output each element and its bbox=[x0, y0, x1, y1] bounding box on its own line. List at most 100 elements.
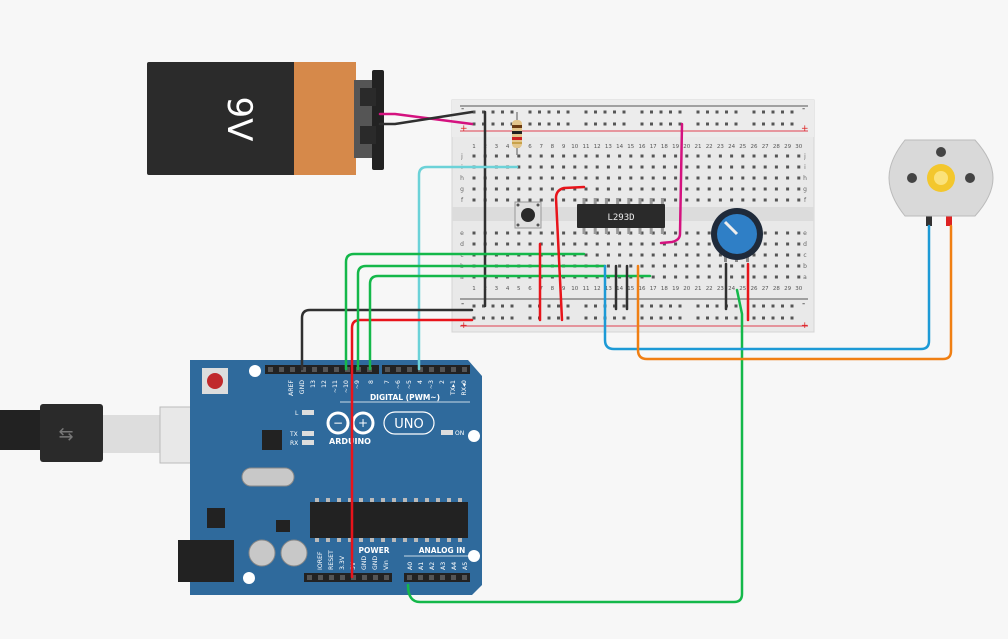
wire-motor-b[interactable] bbox=[636, 224, 953, 361]
col-label: 20 bbox=[683, 144, 690, 150]
usb-icon: ⇆ bbox=[58, 424, 73, 445]
wire-battery-negative[interactable] bbox=[378, 110, 474, 126]
resistor[interactable] bbox=[512, 112, 522, 155]
wire-pin9[interactable] bbox=[356, 264, 607, 371]
row-label: c bbox=[460, 252, 463, 259]
led-tx-label: TX bbox=[289, 431, 298, 438]
pin-label: 5V bbox=[350, 561, 357, 570]
led-rx-label: RX bbox=[290, 440, 298, 447]
col-label: 8 bbox=[551, 144, 555, 150]
wire-a0-pot[interactable] bbox=[406, 288, 744, 604]
breadboard[interactable]: 1122334455667788991010111112121313141415… bbox=[451, 99, 815, 333]
svg-text:−: − bbox=[333, 416, 343, 430]
rail-minus-bottom-right: - bbox=[802, 299, 805, 309]
wire-button-pin2[interactable] bbox=[417, 165, 519, 371]
col-label: 24 bbox=[728, 286, 735, 292]
pin-label: 7 bbox=[384, 380, 391, 384]
pin-label: 2 bbox=[439, 380, 446, 384]
pin-label: 13 bbox=[310, 380, 317, 388]
pin-label: A1 bbox=[418, 562, 425, 570]
row-label: j bbox=[460, 153, 463, 160]
pin-label: ~6 bbox=[395, 380, 402, 389]
rail-plus-bottom-right: + bbox=[801, 321, 809, 331]
col-label: 24 bbox=[728, 144, 735, 150]
analog-header-label: ANALOG IN bbox=[419, 546, 466, 555]
row-label: h bbox=[803, 175, 807, 182]
col-label: 9 bbox=[562, 144, 566, 150]
chip-label: L293D bbox=[607, 213, 634, 223]
wire-arduino-5v[interactable] bbox=[350, 318, 474, 579]
push-button[interactable] bbox=[514, 201, 542, 229]
rail-plus-top: + bbox=[460, 124, 468, 134]
col-label: 15 bbox=[627, 144, 634, 150]
col-label: 12 bbox=[594, 144, 601, 150]
col-label: 22 bbox=[706, 144, 713, 150]
col-label: 25 bbox=[739, 144, 746, 150]
rail-plus-top-right: + bbox=[801, 124, 809, 134]
col-label: 10 bbox=[571, 144, 578, 150]
pin-label: AREF bbox=[288, 380, 295, 396]
row-label: f bbox=[804, 197, 807, 204]
pin-label: 8 bbox=[368, 380, 375, 384]
pin-label: Vin bbox=[383, 560, 390, 570]
pin-label: ~5 bbox=[406, 380, 413, 389]
col-label: 7 bbox=[539, 144, 543, 150]
row-label: j bbox=[803, 153, 806, 160]
pin-label: GND bbox=[299, 380, 306, 394]
col-label: 17 bbox=[650, 286, 657, 292]
wire-battery-positive[interactable] bbox=[378, 112, 474, 126]
dc-motor[interactable] bbox=[888, 139, 994, 226]
wire-pin8[interactable] bbox=[368, 274, 652, 371]
row-label: e bbox=[460, 230, 464, 237]
pin-label: ~9 bbox=[354, 380, 361, 389]
digital-header-label: DIGITAL (PWM~) bbox=[370, 393, 440, 402]
pin-label: ~3 bbox=[428, 380, 435, 389]
wire-arduino-gnd[interactable] bbox=[300, 308, 474, 371]
rail-minus-top: - bbox=[461, 104, 464, 114]
col-label: 21 bbox=[695, 144, 702, 150]
col-label: 30 bbox=[795, 144, 802, 150]
pin-label: GND bbox=[361, 556, 368, 570]
row-label: g bbox=[460, 186, 464, 193]
row-label: a bbox=[803, 274, 807, 281]
power-header-label: POWER bbox=[358, 546, 389, 555]
col-label: 6 bbox=[528, 286, 532, 292]
svg-text:+: + bbox=[358, 416, 368, 430]
pin-label: 12 bbox=[321, 380, 328, 388]
wire-motor-a[interactable] bbox=[603, 224, 931, 351]
col-label: 7 bbox=[539, 286, 543, 292]
col-label: 1 bbox=[472, 144, 476, 150]
battery-9v[interactable]: 9V bbox=[147, 62, 384, 175]
rail-plus-bottom: + bbox=[460, 321, 468, 331]
potentiometer[interactable] bbox=[711, 208, 763, 262]
pin-label: 4 bbox=[417, 380, 424, 384]
wire-chip-vs[interactable] bbox=[659, 122, 684, 245]
wires[interactable] bbox=[300, 110, 953, 604]
battery-label: 9V bbox=[219, 97, 259, 142]
row-label: e bbox=[803, 230, 807, 237]
pin-label: 3.3V bbox=[339, 555, 346, 570]
wire-chip-vcc[interactable] bbox=[554, 185, 586, 322]
col-label: 27 bbox=[762, 144, 769, 150]
rail-minus-top-right: - bbox=[802, 104, 805, 114]
col-label: 19 bbox=[672, 144, 679, 150]
pin-label: RESET bbox=[328, 550, 335, 570]
wire-pin10[interactable] bbox=[344, 252, 586, 371]
pin-label: A2 bbox=[429, 562, 436, 570]
col-label: 18 bbox=[661, 286, 668, 292]
row-label: i bbox=[804, 164, 806, 171]
pin-label: RX◂0 bbox=[461, 380, 468, 396]
pin-label: A0 bbox=[407, 562, 414, 570]
col-label: 1 bbox=[472, 286, 476, 292]
col-label: 16 bbox=[639, 144, 646, 150]
col-label: 13 bbox=[605, 286, 612, 292]
l293d-chip[interactable]: L293D bbox=[577, 198, 665, 234]
row-label: d bbox=[803, 241, 807, 248]
col-label: 21 bbox=[695, 286, 702, 292]
col-label: 17 bbox=[650, 144, 657, 150]
pin-label: GND bbox=[372, 556, 379, 570]
row-label: a bbox=[460, 274, 464, 281]
